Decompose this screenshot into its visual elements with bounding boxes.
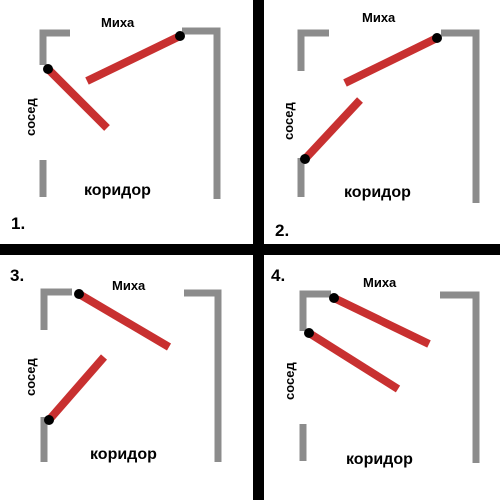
wall-left-top xyxy=(299,290,331,331)
label-neighbor: сосед xyxy=(282,362,297,400)
hinge-neighbor xyxy=(43,64,53,74)
hinge-neighbor xyxy=(300,154,310,164)
hinge-miha xyxy=(432,33,442,43)
wall-right xyxy=(440,291,480,463)
wall-left-top xyxy=(39,29,70,65)
panel-number: 2. xyxy=(275,221,289,240)
label-miha: Миха xyxy=(362,10,396,25)
panel-number: 4. xyxy=(271,266,285,285)
label-neighbor: сосед xyxy=(281,102,296,140)
wall-left-top xyxy=(40,288,72,330)
hinge-miha xyxy=(329,293,339,303)
door-neighbor xyxy=(302,97,363,162)
wall-right xyxy=(182,27,221,199)
label-corridor: коридор xyxy=(344,184,411,201)
panel-3: Миха сосед коридор 3. xyxy=(10,266,222,463)
divider-horizontal xyxy=(0,244,500,255)
hinge-neighbor xyxy=(44,415,54,425)
wall-left-top xyxy=(297,29,329,71)
label-miha: Миха xyxy=(112,278,146,293)
door-neighbor xyxy=(45,66,110,131)
door-neighbor xyxy=(45,354,108,423)
hinge-neighbor xyxy=(304,328,314,338)
panel-1: Миха сосед коридор 1. xyxy=(11,15,221,233)
label-neighbor: сосед xyxy=(23,98,38,136)
hinge-miha xyxy=(175,31,185,41)
hinge-miha xyxy=(74,289,84,299)
wall-right xyxy=(441,29,480,203)
label-neighbor: сосед xyxy=(23,358,38,396)
door-neighbor xyxy=(306,329,401,393)
door-miha xyxy=(332,294,431,348)
panel-number: 1. xyxy=(11,214,25,233)
door-miha xyxy=(76,290,172,351)
label-miha: Миха xyxy=(363,275,397,290)
label-corridor: коридор xyxy=(346,451,413,468)
panel-4: Миха сосед коридор 4. xyxy=(271,266,480,468)
wall-right xyxy=(184,289,222,462)
label-miha: Миха xyxy=(101,15,135,30)
label-corridor: коридор xyxy=(84,182,151,199)
panel-2: Миха сосед коридор 2. xyxy=(275,10,480,240)
panel-number: 3. xyxy=(10,266,24,285)
label-corridor: коридор xyxy=(90,446,157,463)
door-miha xyxy=(85,32,182,85)
door-miha xyxy=(343,34,439,87)
